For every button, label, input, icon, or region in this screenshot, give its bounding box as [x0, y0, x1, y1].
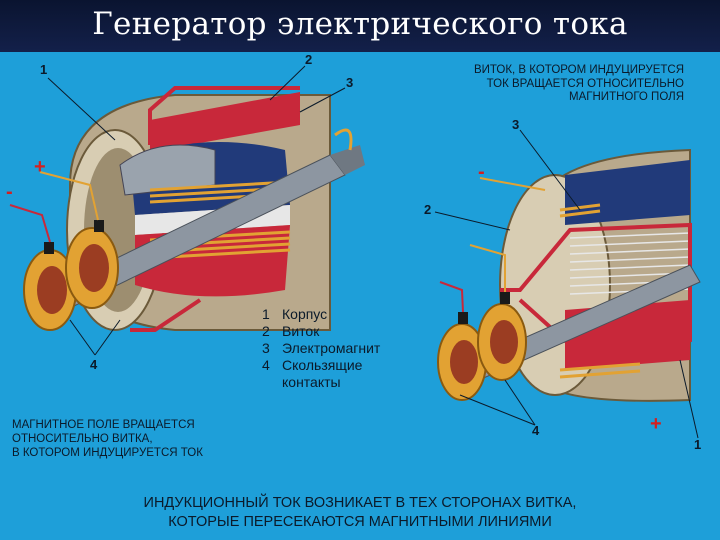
label-right-2: 2 [424, 202, 431, 217]
title-bar: Генератор электрического тока [0, 0, 720, 52]
minus-sign-left: - [6, 182, 13, 202]
label-left-1: 1 [40, 62, 47, 77]
label-right-3: 3 [512, 117, 519, 132]
label-left-2: 2 [305, 52, 312, 67]
plus-sign-right: + [650, 414, 662, 434]
label-left-4: 4 [90, 357, 97, 372]
label-left-3: 3 [346, 75, 353, 90]
plus-sign-left: + [34, 157, 46, 177]
minus-sign-right: - [478, 162, 485, 182]
right-generator [435, 130, 700, 438]
slide-title: Генератор электрического тока [0, 0, 720, 42]
caption-left: Магнитное поле вращается относительно ви… [12, 418, 262, 460]
label-right-1: 1 [694, 437, 701, 452]
bottom-statement: Индукционный ток возникает в тех сторона… [0, 494, 720, 532]
caption-top: Виток, в котором индуцируется ток вращае… [412, 64, 684, 105]
generator-illustration [0, 52, 720, 540]
label-right-4: 4 [532, 423, 539, 438]
legend-item-4-continued: контакты [262, 374, 380, 391]
